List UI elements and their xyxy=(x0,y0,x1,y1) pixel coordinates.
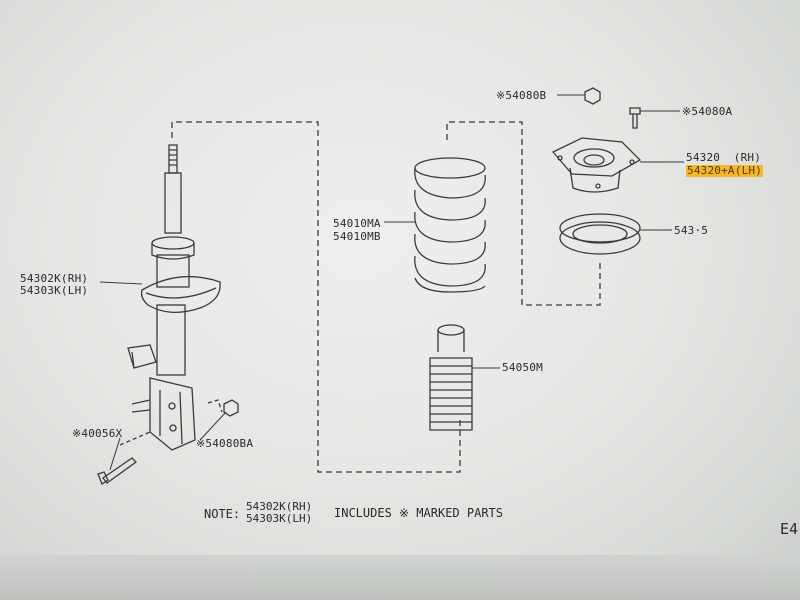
leader-40056x xyxy=(109,437,121,471)
dashed-leader-nut xyxy=(207,399,223,413)
note-suffix: INCLUDES ※ MARKED PARTS xyxy=(334,506,503,520)
dashed-leader-right xyxy=(446,121,601,306)
label-spring-b: 54010MB xyxy=(333,230,381,243)
label-spring-a: 54010MA xyxy=(333,217,381,230)
page-marker: E4 xyxy=(780,520,799,538)
top-nut-icon xyxy=(584,87,601,105)
spring-seat-icon xyxy=(559,213,641,255)
label-strut-rh: 54302K(RH) xyxy=(20,272,89,285)
strut-mount-icon xyxy=(551,137,642,193)
bump-stop-icon xyxy=(429,324,473,431)
bolt-icon xyxy=(97,457,137,485)
top-bolt-icon xyxy=(629,107,641,129)
label-seat: 543·5 xyxy=(674,224,709,237)
dashed-leader-bolt xyxy=(119,431,151,446)
coil-spring-icon xyxy=(414,157,486,293)
note-prefix: NOTE: xyxy=(204,507,241,521)
leader-strut xyxy=(99,281,143,285)
label-nut-54080b: ※54080B xyxy=(496,89,547,102)
dashed-leader-left xyxy=(171,121,461,473)
label-mount-rh: 54320 (RH) xyxy=(686,151,762,164)
note-part-lh: 54303K(LH) xyxy=(246,512,313,525)
label-nut-54080ba: ※54080BA xyxy=(196,437,254,450)
label-strut-lh: 54303K(LH) xyxy=(20,284,89,297)
label-bolt-40056x: ※40056X xyxy=(72,427,123,440)
label-bumper: 54050M xyxy=(502,361,543,374)
monitor-bezel xyxy=(0,555,800,600)
strut-assembly-icon xyxy=(127,144,221,451)
label-bolt-54080a: ※54080A xyxy=(682,105,733,118)
nut-icon xyxy=(223,399,239,417)
note-part-rh: 54302K(RH) xyxy=(246,500,313,513)
label-mount-lh-highlighted: 54320+A(LH) xyxy=(686,164,764,177)
leader-54080ba xyxy=(199,411,227,441)
